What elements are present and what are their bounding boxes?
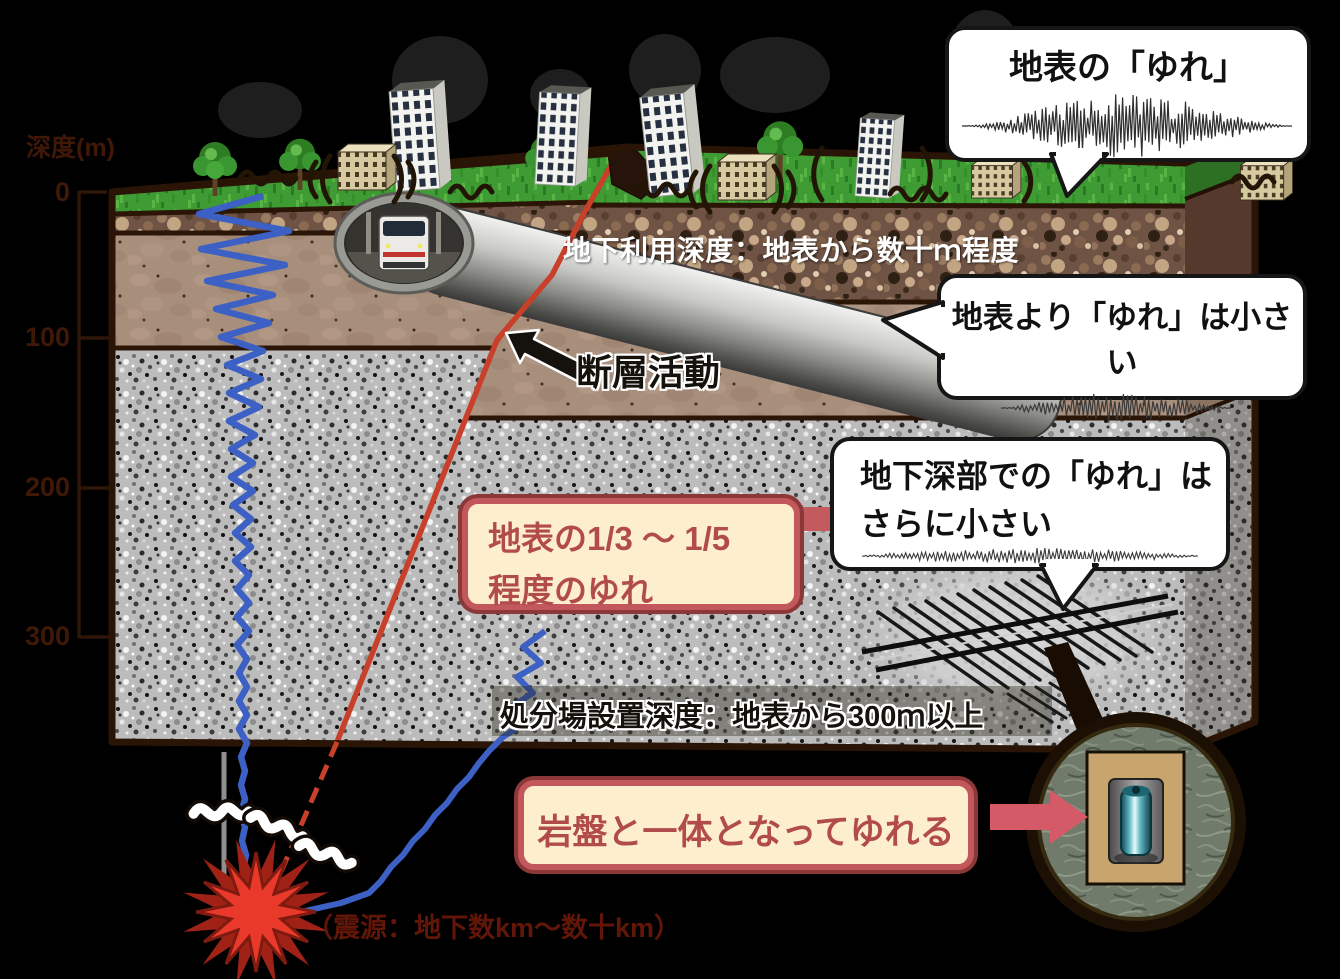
- shallow-shaking-text: 地表より「ゆれ」は小さい: [951, 300, 1293, 380]
- surface-buildings: [193, 79, 1294, 215]
- bubble-tail: [1049, 148, 1109, 198]
- surface-ratio-line1: 地表の1/3 ～ 1/5: [488, 520, 731, 557]
- seismogram-large-icon: [962, 94, 1292, 158]
- fault-line: [334, 153, 620, 744]
- depth-tick-0: 0: [54, 177, 70, 207]
- bubble-tail: [881, 300, 948, 360]
- seismic-wave-diagonal: [272, 628, 547, 919]
- surface-shaking-text: 地表の「ゆれ」: [1009, 49, 1247, 87]
- bedrock-unity-text: 岩盤と一体となってゆれる: [537, 813, 955, 852]
- surface-shaking-bubble: 地表の「ゆれ」: [945, 26, 1311, 198]
- repository-grid: [850, 553, 1180, 724]
- seismogram-medium-icon: [1000, 393, 1232, 423]
- repository-depth-label: 処分場設置深度：地表から300ｍ以上: [500, 701, 984, 733]
- depth-tick-300: 300: [24, 621, 70, 651]
- break-mark-icons: [185, 799, 361, 873]
- bubble-tail: [1039, 559, 1099, 611]
- seismogram-small-icon: [861, 548, 1199, 564]
- shake-wave-icon: [237, 169, 1277, 203]
- hypocenter-star: [183, 839, 329, 979]
- seismic-wave-vertical: [195, 192, 293, 919]
- fault-arrow-icon: [504, 328, 592, 385]
- depth-tick-100: 100: [24, 322, 70, 352]
- repository-depth-strip: 処分場設置深度：地表から300ｍ以上: [492, 686, 1052, 736]
- hypocenter-label: （震源：地下数km～数十km）: [306, 913, 682, 943]
- deep-shaking-bubble: 地下深部での「ゆれ」は さらに小さい: [830, 437, 1230, 611]
- bedrock-arrow-icon: [990, 790, 1088, 844]
- depth-tick-200: 200: [24, 472, 70, 502]
- deep-shaking-line1: 地下深部での「ゆれ」は: [860, 458, 1213, 494]
- shallow-shaking-bubble: 地表より「ゆれ」は小さい: [881, 274, 1307, 423]
- depth-scale-label: 深度(m): [26, 134, 115, 162]
- surface-ratio-callout: 地表の1/3 ～ 1/5 程度のゆれ: [462, 498, 800, 610]
- bedrock-unity-callout: 岩盤と一体となってゆれる: [518, 780, 974, 870]
- underground-use-depth-label: 地下利用深度：地表から数十ｍ程度: [563, 235, 1020, 266]
- lowrise-building-icon: [336, 142, 1294, 202]
- magnifier-circle: [1026, 712, 1246, 932]
- surface-ratio-line2: 程度のゆれ: [488, 572, 653, 609]
- depth-scale-axis: [77, 190, 111, 639]
- fault-activity-label: 断層活動: [576, 352, 721, 393]
- subway-train: [378, 215, 430, 271]
- waste-canister: [1120, 785, 1152, 856]
- subway-tunnel: [333, 191, 1063, 442]
- deep-shaking-line2: さらに小さい: [860, 506, 1053, 542]
